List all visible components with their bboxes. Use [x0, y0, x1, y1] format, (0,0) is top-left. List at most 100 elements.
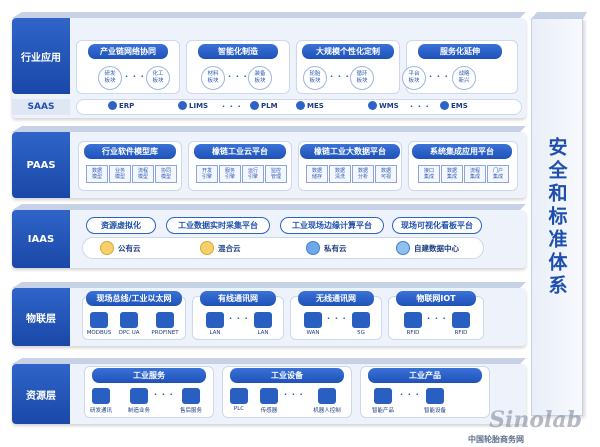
- industry-item: 装备板块: [248, 66, 272, 90]
- industry-group-title: 服务化延伸: [418, 44, 502, 59]
- robot-icon: [318, 388, 336, 404]
- ellipsis: · · ·: [410, 102, 430, 111]
- industry-group-title: 智能化制造: [198, 44, 278, 59]
- app-icon: [178, 101, 187, 110]
- paas-item: 业务模型: [109, 165, 131, 183]
- paas-item: 数据集成: [441, 165, 463, 183]
- paas-item: 数据可视: [375, 165, 397, 183]
- iaas-pill: 工业现场边缘计算平台: [280, 217, 384, 234]
- rd-icon: [92, 388, 110, 404]
- ellipsis: · · ·: [330, 72, 350, 81]
- security-standards-pillar: 安全和标准体系: [531, 18, 583, 416]
- cloud-private: 私有云: [306, 241, 347, 255]
- iot-layer-label: 物联层: [12, 288, 70, 346]
- industry-item: 材料板块: [201, 66, 225, 90]
- ellipsis: · · ·: [222, 102, 242, 111]
- industry-item: 研发板块: [98, 66, 122, 90]
- saas-item-wms: WMS: [368, 101, 399, 110]
- ellipsis: · · ·: [427, 314, 447, 323]
- paas-item: 服务引擎: [219, 165, 241, 183]
- industry-item: 化工板块: [146, 66, 170, 90]
- paas-item: 监控管理: [265, 165, 287, 183]
- industry-item: 轮胎板块: [303, 66, 327, 90]
- cloud-icon: [100, 241, 114, 255]
- pillar-label: 安全和标准体系: [545, 136, 568, 298]
- ellipsis: · · ·: [154, 390, 174, 399]
- paas-item: 数据储存: [306, 165, 328, 183]
- paas-item: 流程集成: [464, 165, 486, 183]
- iot-group-title: 现场总线/工业以太网: [86, 291, 182, 306]
- iot-item: 5G: [357, 330, 365, 336]
- watermark-logo: Sinolab: [489, 407, 582, 433]
- cloud-hybrid: 混合云: [200, 241, 241, 255]
- fieldbus-icon: [120, 312, 138, 328]
- iaas-pill: 资源虚拟化: [86, 217, 156, 234]
- manufacturing-icon: [130, 388, 148, 404]
- saas-item-lims: LIMS: [178, 101, 208, 110]
- resource-item: 制造业务: [127, 408, 150, 414]
- paas-item: 门户集成: [487, 165, 509, 183]
- resource-layer-label: 资源层: [12, 364, 70, 424]
- iot-group-title: 物联网IOT: [396, 291, 476, 306]
- lan-icon: [206, 312, 224, 328]
- lan-icon: [254, 312, 272, 328]
- 5g-icon: [352, 312, 370, 328]
- paas-item: 数据清洗: [329, 165, 351, 183]
- rfid-icon: [404, 312, 422, 328]
- ellipsis: · · ·: [284, 390, 304, 399]
- ellipsis: · · ·: [429, 72, 449, 81]
- datacenter-icon: [396, 241, 410, 255]
- ellipsis: · · ·: [228, 72, 248, 81]
- app-icon: [296, 101, 305, 110]
- sensor-icon: [260, 388, 278, 404]
- cloud-datacenter: 自建数据中心: [396, 241, 459, 255]
- app-icon: [440, 101, 449, 110]
- iot-item: LAN: [257, 330, 269, 336]
- paas-group-title: 行业软件模型库: [84, 144, 176, 159]
- iot-group-title: 有线通讯网: [200, 291, 276, 306]
- resource-item: 售后服务: [179, 408, 202, 414]
- app-icon: [368, 101, 377, 110]
- watermark-caption: 中国轮胎商务网: [468, 435, 524, 444]
- industry-layer-label: 行业应用: [12, 18, 70, 94]
- saas-item-mes: MES: [296, 101, 324, 110]
- resource-item: PLC: [233, 406, 245, 412]
- paas-item: 流程模型: [132, 165, 154, 183]
- paas-item: 接口集成: [418, 165, 440, 183]
- iot-item: RFID: [406, 330, 420, 336]
- industry-item: 循环板块: [350, 66, 374, 90]
- ellipsis: · · ·: [125, 72, 145, 81]
- fieldbus-icon: [156, 312, 174, 328]
- iot-item: PROFINET: [151, 330, 179, 336]
- resource-group-title: 工业产品: [368, 368, 482, 383]
- industry-item: 战略新兴: [452, 66, 476, 90]
- paas-group-title: 橡链工业大数据平台: [300, 144, 400, 159]
- industry-group-title: 产业链网络协同: [88, 44, 168, 59]
- ellipsis: · · ·: [327, 314, 347, 323]
- resource-item: 智能设备: [423, 408, 446, 414]
- iaas-layer-label: IAAS: [12, 210, 70, 268]
- fieldbus-icon: [90, 312, 108, 328]
- cloud-icon: [200, 241, 214, 255]
- smart-product-icon: [374, 388, 392, 404]
- iaas-pill: 工业数据实时采集平台: [166, 217, 270, 234]
- resource-item: 研发通讯: [89, 408, 112, 414]
- iot-item: WAN: [306, 330, 320, 336]
- resource-item: 智能产品: [371, 408, 394, 414]
- resource-item: 传感器: [260, 408, 278, 414]
- app-icon: [108, 101, 117, 110]
- iot-item: MODBUS: [86, 330, 112, 336]
- saas-item-ems: EMS: [440, 101, 468, 110]
- saas-item-plm: PLM: [250, 101, 278, 110]
- after-sales-icon: [182, 388, 200, 404]
- ellipsis: · · ·: [229, 314, 249, 323]
- paas-item: 开发引擎: [196, 165, 218, 183]
- resource-group-title: 工业服务: [92, 368, 206, 383]
- ellipsis: · · ·: [400, 390, 420, 399]
- paas-item: 协同模型: [155, 165, 177, 183]
- saas-layer-label: SAAS: [12, 99, 70, 115]
- smart-device-icon: [426, 388, 444, 404]
- paas-group-title: 橡链工业云平台: [194, 144, 286, 159]
- pillar-top-edge: [531, 12, 587, 19]
